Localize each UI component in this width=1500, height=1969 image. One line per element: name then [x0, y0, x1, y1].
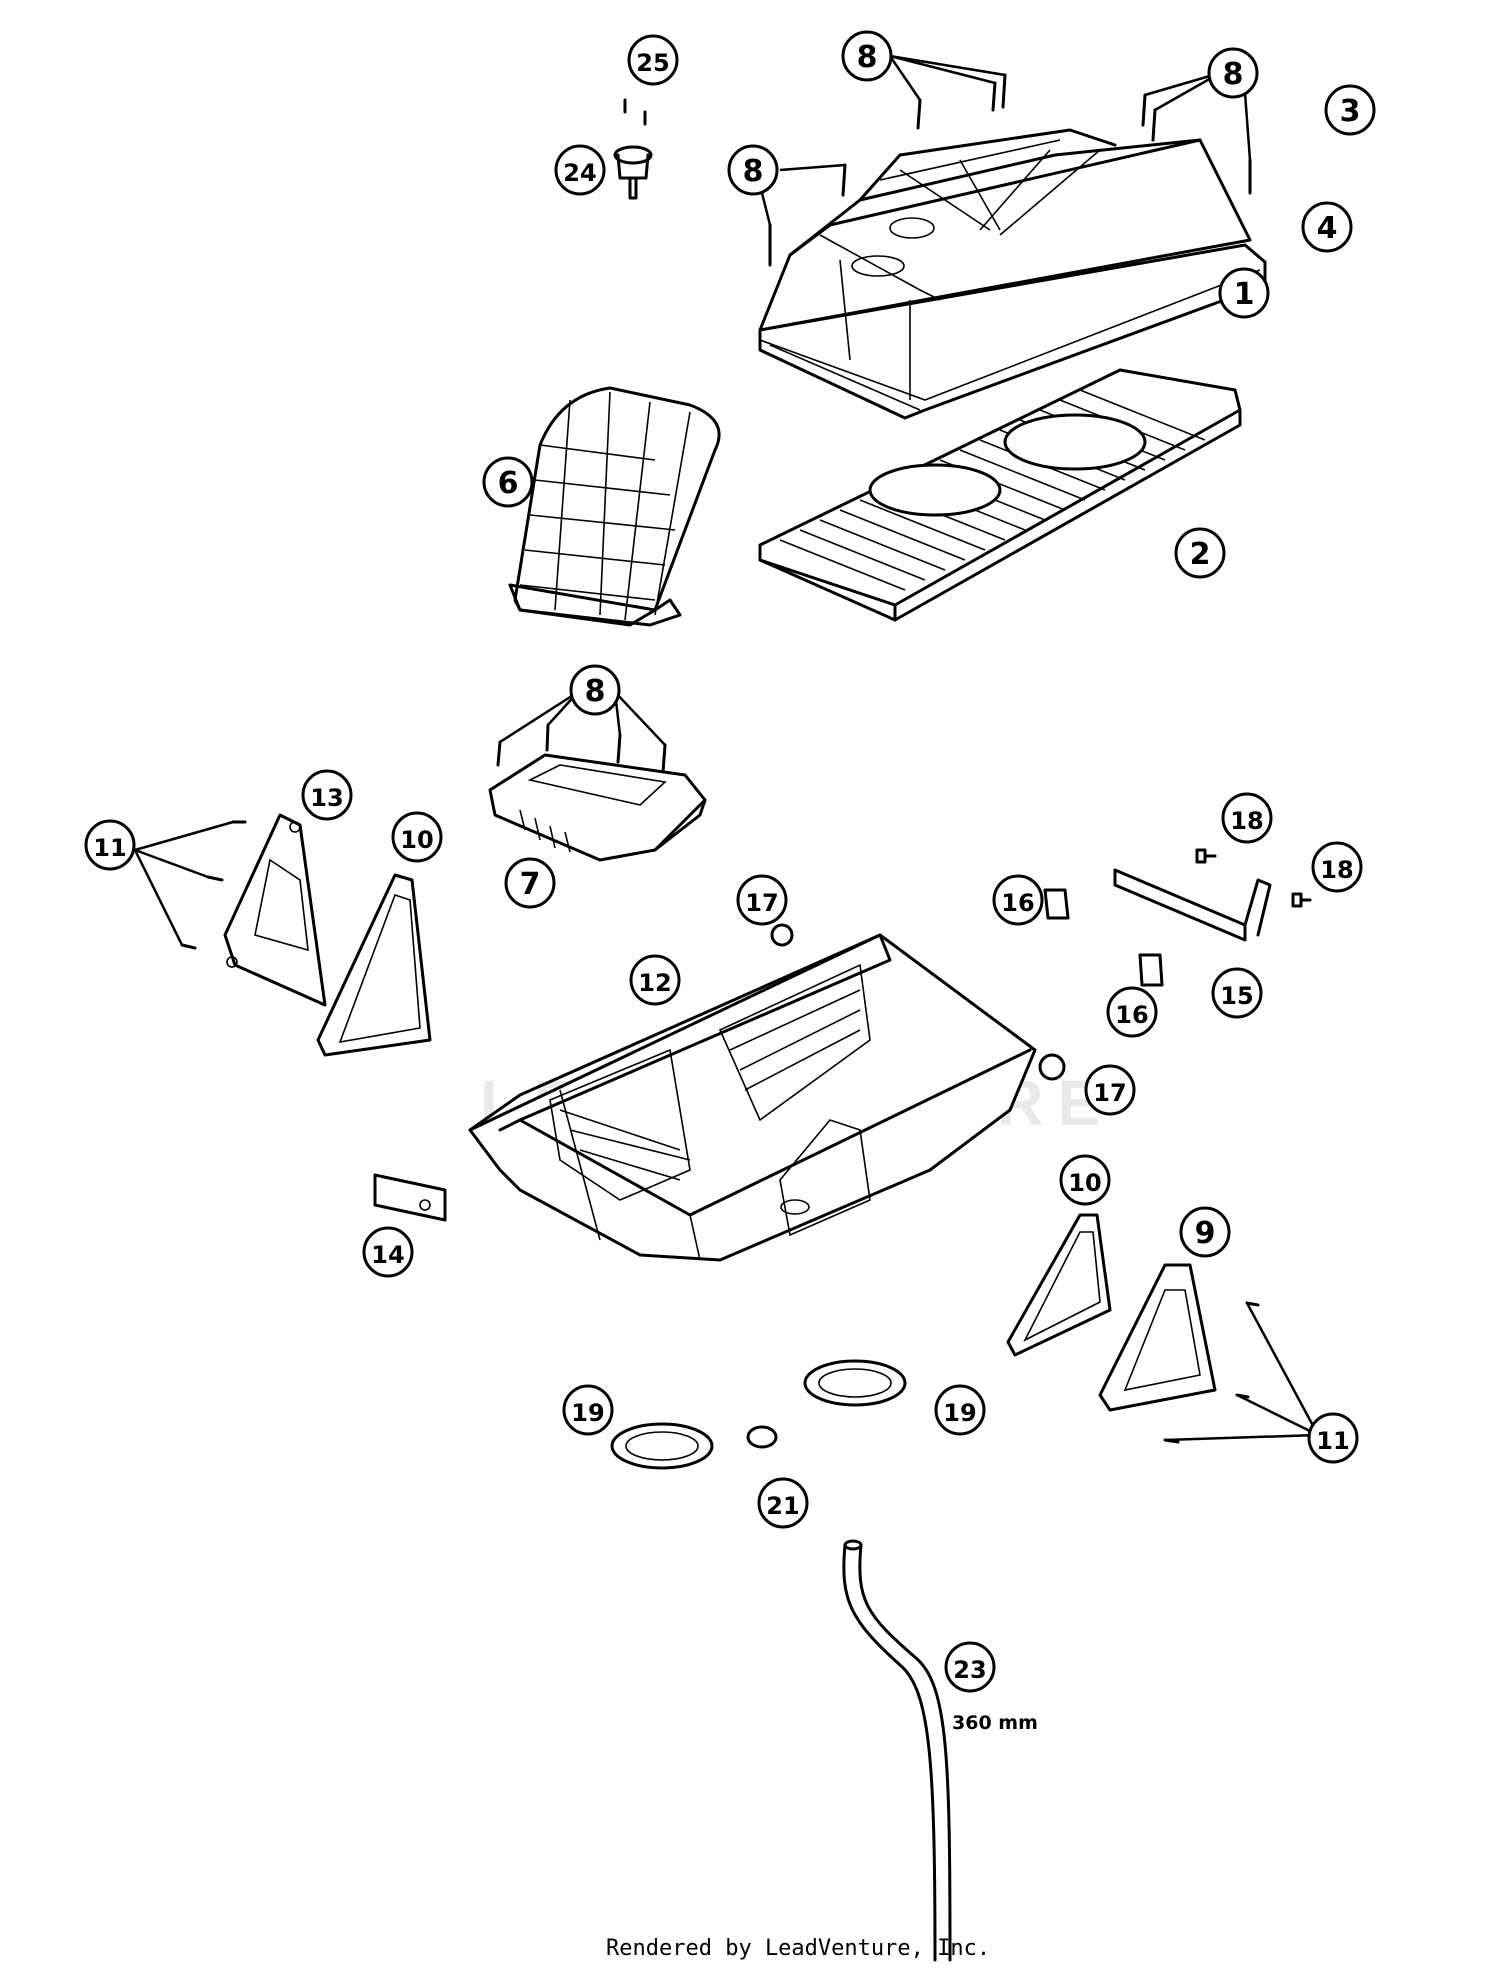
speed-nut-clip-part — [1043, 888, 1164, 987]
callout-17: 17 — [1084, 1064, 1136, 1116]
svg-text:11: 11 — [1316, 1427, 1349, 1455]
sealing-ring-part — [610, 1359, 907, 1470]
svg-text:18: 18 — [1320, 856, 1353, 884]
svg-text:14: 14 — [371, 1241, 404, 1269]
svg-text:10: 10 — [400, 826, 433, 854]
svg-text:16: 16 — [1001, 889, 1034, 917]
svg-text:8: 8 — [857, 40, 878, 75]
callout-23: 23 — [944, 1641, 996, 1693]
gasket-left-part — [316, 873, 432, 1057]
callout-8: 8 — [569, 664, 621, 716]
callout-8: 8 — [841, 30, 893, 82]
callout-14: 14 — [362, 1226, 414, 1278]
svg-text:8: 8 — [743, 154, 764, 189]
gasket-right-part — [1006, 1213, 1112, 1357]
side-panel-left-part — [223, 813, 327, 1007]
svg-text:13: 13 — [310, 784, 343, 812]
callout-9: 9 — [1179, 1206, 1231, 1258]
callout-24: 24 — [554, 144, 606, 196]
callout-1: 1 — [1218, 267, 1270, 319]
screw-part — [1195, 848, 1312, 908]
callout-4: 4 — [1301, 201, 1353, 253]
rubber-plug-part — [770, 923, 1066, 1081]
boot-flange-part — [488, 753, 707, 862]
callout-16: 16 — [1106, 986, 1158, 1038]
callout-25: 25 — [627, 34, 679, 86]
svg-text:9: 9 — [1195, 1216, 1216, 1251]
svg-text:8: 8 — [585, 674, 606, 709]
sensor-part — [613, 145, 653, 200]
svg-text:18: 18 — [1230, 807, 1263, 835]
airbox-cover-part — [758, 128, 1267, 420]
callout-3: 3 — [1324, 84, 1376, 136]
svg-text:23: 23 — [953, 1656, 986, 1684]
svg-text:19: 19 — [943, 1399, 976, 1427]
svg-text:17: 17 — [1093, 1079, 1126, 1107]
svg-text:16: 16 — [1115, 1001, 1148, 1029]
callout-17: 17 — [736, 874, 788, 926]
footer-credit: Rendered by LeadVenture, Inc. — [606, 1936, 990, 1961]
callout-19: 19 — [562, 1384, 614, 1436]
svg-text:11: 11 — [93, 834, 126, 862]
svg-text:10: 10 — [1068, 1169, 1101, 1197]
callout-8: 8 — [727, 144, 779, 196]
side-panel-right-part — [1098, 1263, 1217, 1412]
callout-2: 2 — [1174, 527, 1226, 579]
svg-text:12: 12 — [638, 969, 671, 997]
callout-8: 8 — [1207, 47, 1259, 99]
svg-text:6: 6 — [498, 466, 519, 501]
air-filter-part — [758, 368, 1242, 622]
callout-21: 21 — [757, 1477, 809, 1529]
bracket-clip-part — [373, 1173, 447, 1222]
callout-16: 16 — [992, 874, 1044, 926]
callout-7: 7 — [504, 857, 556, 909]
callout-10: 10 — [391, 811, 443, 863]
svg-text:17: 17 — [745, 889, 778, 917]
svg-text:4: 4 — [1317, 211, 1338, 246]
svg-text:19: 19 — [571, 1399, 604, 1427]
intake-boot-part — [508, 386, 721, 627]
hose-length-note: 360 mm — [952, 1712, 1038, 1734]
svg-text:2: 2 — [1190, 537, 1211, 572]
svg-text:21: 21 — [766, 1492, 799, 1520]
callout-18: 18 — [1221, 792, 1273, 844]
mounting-bracket-part — [1113, 868, 1272, 942]
callout-19: 19 — [934, 1384, 986, 1436]
drain-hose-part — [842, 1539, 952, 1962]
callout-10: 10 — [1059, 1154, 1111, 1206]
svg-text:1: 1 — [1234, 277, 1255, 312]
callout-18: 18 — [1311, 841, 1363, 893]
callout-12: 12 — [629, 954, 681, 1006]
callout-11: 11 — [84, 819, 136, 871]
svg-text:15: 15 — [1220, 982, 1253, 1010]
svg-text:7: 7 — [520, 867, 541, 902]
bolt-part — [180, 73, 1260, 1444]
svg-text:8: 8 — [1223, 57, 1244, 92]
callout-15: 15 — [1211, 967, 1263, 1019]
svg-text:3: 3 — [1340, 94, 1361, 129]
callout-6: 6 — [482, 456, 534, 508]
grommet-part — [746, 1425, 778, 1449]
svg-text:25: 25 — [636, 49, 669, 77]
svg-text:24: 24 — [563, 159, 596, 187]
callout-13: 13 — [301, 769, 353, 821]
callout-11: 11 — [1307, 1412, 1359, 1464]
airbox-housing-part — [468, 933, 1037, 1262]
